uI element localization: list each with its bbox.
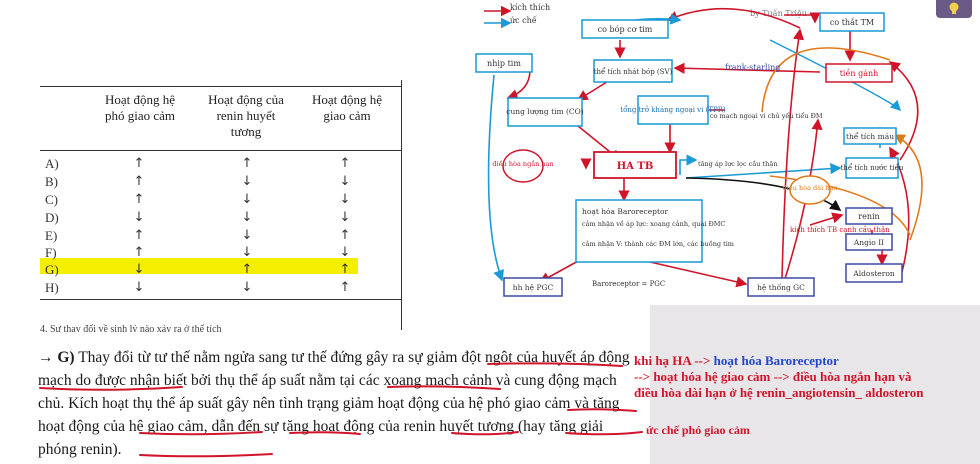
arrow-up-icon: ↑ [133, 228, 145, 243]
label-kich-thich: kích thích TB cạnh cầu thận [790, 225, 890, 234]
box-the-tich-nhat-bop: thể tích nhát bóp (SV) [594, 67, 673, 76]
arrow-down-icon: ↓ [241, 210, 253, 225]
hand-underlines [39, 362, 643, 458]
box-he-gc: hệ thống GC [757, 283, 805, 292]
answer-letter: G) [57, 349, 75, 366]
arrow-down-icon: ↓ [241, 245, 253, 260]
arrow-up-icon: ↑ [339, 228, 351, 243]
row-label: F) [45, 245, 57, 260]
physiology-diagram: kích thích ức chế by Tuấn Triệu [470, 0, 980, 300]
arrow-down-icon: ↓ [241, 280, 253, 295]
answer-arrow: → [38, 349, 54, 366]
arrow-down-icon: ↓ [339, 210, 351, 225]
table-bottom-border [40, 299, 402, 300]
row-label: B) [45, 174, 58, 189]
bubble-dieu-hoa-dai: điều hòa dài hạn [783, 183, 838, 192]
box-ha-tb: HA TB [617, 161, 654, 172]
box-tien-ganh: tiền gánh [840, 69, 879, 78]
row-label: E) [45, 228, 58, 243]
row-label: G) [45, 262, 59, 277]
row-label: D) [45, 210, 59, 225]
arrow-up-icon: ↑ [133, 192, 145, 207]
arrow-up-icon: ↑ [133, 174, 145, 189]
arrow-down-icon: ↓ [133, 262, 145, 277]
label-tang-ap: tăng áp lực lọc cầu thận [698, 159, 777, 168]
author-credit: by Tuấn Triệu [750, 9, 807, 18]
arrow-down-icon: ↓ [339, 174, 351, 189]
arrow-up-icon: ↑ [339, 280, 351, 295]
row-label: A) [45, 156, 59, 171]
label-baro-pgc: Baroreceptor = PGC [592, 280, 665, 288]
diagram-canvas: kích thích ức chế by Tuấn Triệu [475, 3, 923, 297]
box-baro-volume: cảm nhận V: thành các ĐM lớn, các buồng … [582, 239, 734, 248]
note-panel [650, 305, 980, 464]
arrow-down-icon: ↓ [339, 245, 351, 260]
row-highlight [40, 258, 358, 274]
note-line1-blue: hoạt hóa Baroreceptor [713, 353, 839, 368]
answer-paragraph: → G) Thay đổi từ tư thế nằm ngửa sang tư… [38, 346, 638, 461]
box-nhip-tim: nhịp tim [487, 59, 521, 68]
arrow-down-icon: ↓ [133, 210, 145, 225]
col-header-sympathetic: Hoạt động hệ giao cảm [311, 92, 383, 123]
lightbulb-icon [949, 2, 959, 14]
note-line2: --> hoạt hóa hệ giao cảm --> điều hòa ng… [634, 369, 912, 384]
table-header-border [40, 150, 402, 151]
bubble-dieu-hoa-ngan: điều hòa ngắn hạn [492, 159, 553, 168]
legend-red-label: kích thích [510, 3, 550, 12]
box-co-bop: co bóp cơ tim [598, 25, 653, 34]
box-aldosteron: Aldosteron [852, 269, 895, 278]
arrow-up-icon: ↑ [133, 245, 145, 260]
arrow-up-icon: ↑ [133, 156, 145, 171]
arrow-down-icon: ↓ [241, 174, 253, 189]
col-header-parasympathetic: Hoạt động hệ phó giao cảm [104, 92, 176, 123]
box-tong-tro: tổng trở kháng ngoại vi (TPR) [620, 105, 726, 114]
arrow-up-icon: ↑ [241, 156, 253, 171]
label-frank-starling: frank-starling [725, 63, 780, 72]
box-baro-title: hoạt hóa Baroreceptor [582, 207, 668, 216]
legend-blue-label: ức chế [510, 16, 537, 25]
arrow-down-icon: ↓ [339, 192, 351, 207]
note-line4: ức chế phó giao cảm [646, 423, 750, 437]
cutoff-question: 4. Sự thay đổi về sinh lý nào xảy ra ở t… [40, 324, 222, 332]
arrow-down-icon: ↓ [241, 228, 253, 243]
note-line1-red: khi hạ HA --> [634, 353, 711, 368]
box-the-tich-mau: thể tích máu [846, 132, 894, 141]
row-label: H) [45, 280, 59, 295]
box-angio: Angio II [853, 238, 884, 247]
arrow-down-icon: ↓ [133, 280, 145, 295]
explanation-note: khi hạ HA --> hoạt hóa Baroreceptor --> … [634, 353, 924, 401]
answer-text: Thay đổi từ tư thế nằm ngửa sang tư thế … [38, 349, 630, 458]
note-line3: điều hòa dài hạn ở hệ renin_angiotensin_… [634, 385, 924, 400]
table-right-border [401, 80, 402, 330]
arrow-down-icon: ↓ [241, 192, 253, 207]
row-label: C) [45, 192, 58, 207]
arrow-up-icon: ↑ [339, 156, 351, 171]
hint-button[interactable] [936, 0, 972, 18]
arrow-up-icon: ↑ [339, 262, 351, 277]
box-baro-pressure: cảm nhận về áp lực: xoang cảnh, quai ĐMC [582, 219, 725, 228]
box-the-tich-nuoc: thể tích nước tiểu [841, 163, 904, 172]
box-hh-pgc: hh hệ PGC [513, 283, 554, 292]
box-renin: renin [858, 212, 879, 221]
col-header-renin: Hoạt động của renin huyết tương [208, 92, 284, 139]
label-co-mach: co mạch ngoại vi chủ yếu tiểu ĐM [710, 111, 823, 120]
arrow-up-icon: ↑ [241, 262, 253, 277]
box-cung-luong: cung lượng tim (CO) [506, 107, 584, 116]
table-top-border [40, 86, 402, 87]
box-co-that: co thắt TM [830, 18, 874, 27]
